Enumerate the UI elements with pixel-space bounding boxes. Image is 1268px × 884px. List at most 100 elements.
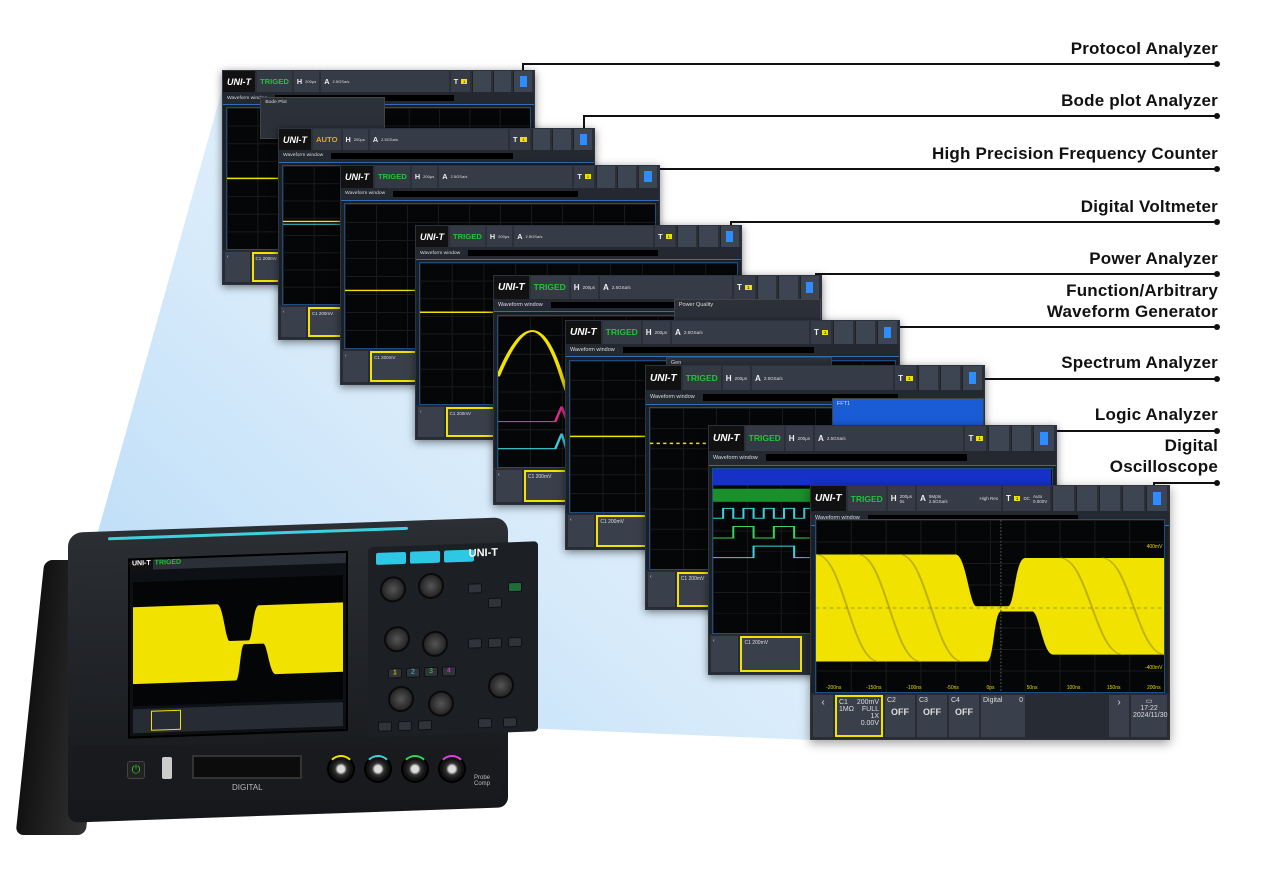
- apps-icon[interactable]: [719, 226, 739, 248]
- digital-connector[interactable]: [192, 755, 302, 779]
- apps-icon[interactable]: [799, 276, 819, 299]
- math-icon[interactable]: [1010, 426, 1032, 451]
- panel-button[interactable]: [508, 636, 522, 648]
- auto-button[interactable]: [468, 583, 482, 594]
- trigger-level-knob[interactable]: [488, 672, 514, 700]
- menu-icon[interactable]: [1122, 486, 1144, 512]
- math-icon[interactable]: [552, 129, 572, 150]
- measure-icon[interactable]: [917, 366, 938, 391]
- cursor-icon[interactable]: [1098, 486, 1121, 512]
- apps-icon[interactable]: [961, 366, 982, 391]
- apps-icon[interactable]: [513, 71, 532, 93]
- math-icon[interactable]: [939, 366, 960, 391]
- ch2-button[interactable]: 2: [406, 667, 420, 678]
- horizontal-position-knob[interactable]: [422, 630, 448, 658]
- prev-page-button[interactable]: ‹: [418, 406, 444, 437]
- horizontal-scale-knob[interactable]: [384, 625, 410, 653]
- math-icon[interactable]: [855, 321, 876, 344]
- panel-button[interactable]: [503, 717, 517, 728]
- prev-page-button[interactable]: ‹: [711, 636, 739, 672]
- ch2-connector[interactable]: [364, 755, 392, 783]
- vertical-position-knob[interactable]: [428, 690, 454, 718]
- panel-button[interactable]: [478, 717, 492, 729]
- multipurpose-knob-b[interactable]: [418, 572, 444, 600]
- math-icon[interactable]: [617, 166, 637, 188]
- ch3-button[interactable]: 3: [424, 666, 438, 678]
- apps-icon[interactable]: [877, 321, 897, 344]
- panel-button[interactable]: [376, 551, 406, 565]
- ch1-connector[interactable]: [327, 755, 355, 783]
- math-icon[interactable]: [492, 71, 512, 93]
- apps-icon[interactable]: [638, 166, 657, 188]
- channel-1-button[interactable]: C1 200mV: [740, 636, 803, 672]
- prev-page-button[interactable]: ‹: [343, 351, 369, 382]
- measure-icon[interactable]: [676, 226, 697, 248]
- digital-button[interactable]: Digital 0: [981, 695, 1025, 737]
- panel-button[interactable]: [378, 721, 392, 732]
- measure-icon[interactable]: [472, 71, 491, 93]
- measure-icon[interactable]: [596, 166, 616, 188]
- measure-icon[interactable]: [756, 276, 776, 299]
- prev-page-button[interactable]: ‹: [648, 572, 675, 607]
- prev-page-button[interactable]: ‹: [225, 251, 250, 282]
- prev-page-button[interactable]: ‹: [496, 469, 522, 502]
- measure-icon[interactable]: [1052, 486, 1074, 512]
- prev-page-button[interactable]: ‹: [568, 514, 595, 547]
- prev-page-button[interactable]: ‹: [813, 695, 833, 737]
- multipurpose-knob-a[interactable]: [380, 575, 406, 603]
- ch3-connector[interactable]: [401, 755, 429, 783]
- apps-icon[interactable]: [1033, 426, 1054, 451]
- panel-button[interactable]: [410, 550, 440, 564]
- panel-button[interactable]: [398, 720, 412, 732]
- apps-icon[interactable]: [1145, 486, 1167, 512]
- panel-button[interactable]: [488, 637, 502, 649]
- panel-button[interactable]: [468, 638, 482, 649]
- ch4-button[interactable]: 4: [442, 666, 456, 677]
- measure-icon[interactable]: [531, 129, 551, 150]
- ch4-connector[interactable]: [438, 755, 466, 783]
- vertical-scale-knob[interactable]: [388, 685, 414, 713]
- power-button[interactable]: ⏻: [127, 761, 145, 779]
- math-icon[interactable]: [778, 276, 798, 299]
- prev-page-button[interactable]: ‹: [281, 307, 306, 337]
- measure-icon[interactable]: [987, 426, 1009, 451]
- measure-icon[interactable]: [833, 321, 854, 344]
- next-page-button[interactable]: ›: [1109, 695, 1129, 737]
- math-icon[interactable]: [698, 226, 718, 248]
- math-icon[interactable]: [1075, 486, 1097, 512]
- ch1-button[interactable]: 1: [388, 668, 402, 679]
- apps-icon[interactable]: [573, 129, 592, 150]
- default-button[interactable]: [488, 597, 502, 609]
- usb-port[interactable]: [162, 757, 172, 779]
